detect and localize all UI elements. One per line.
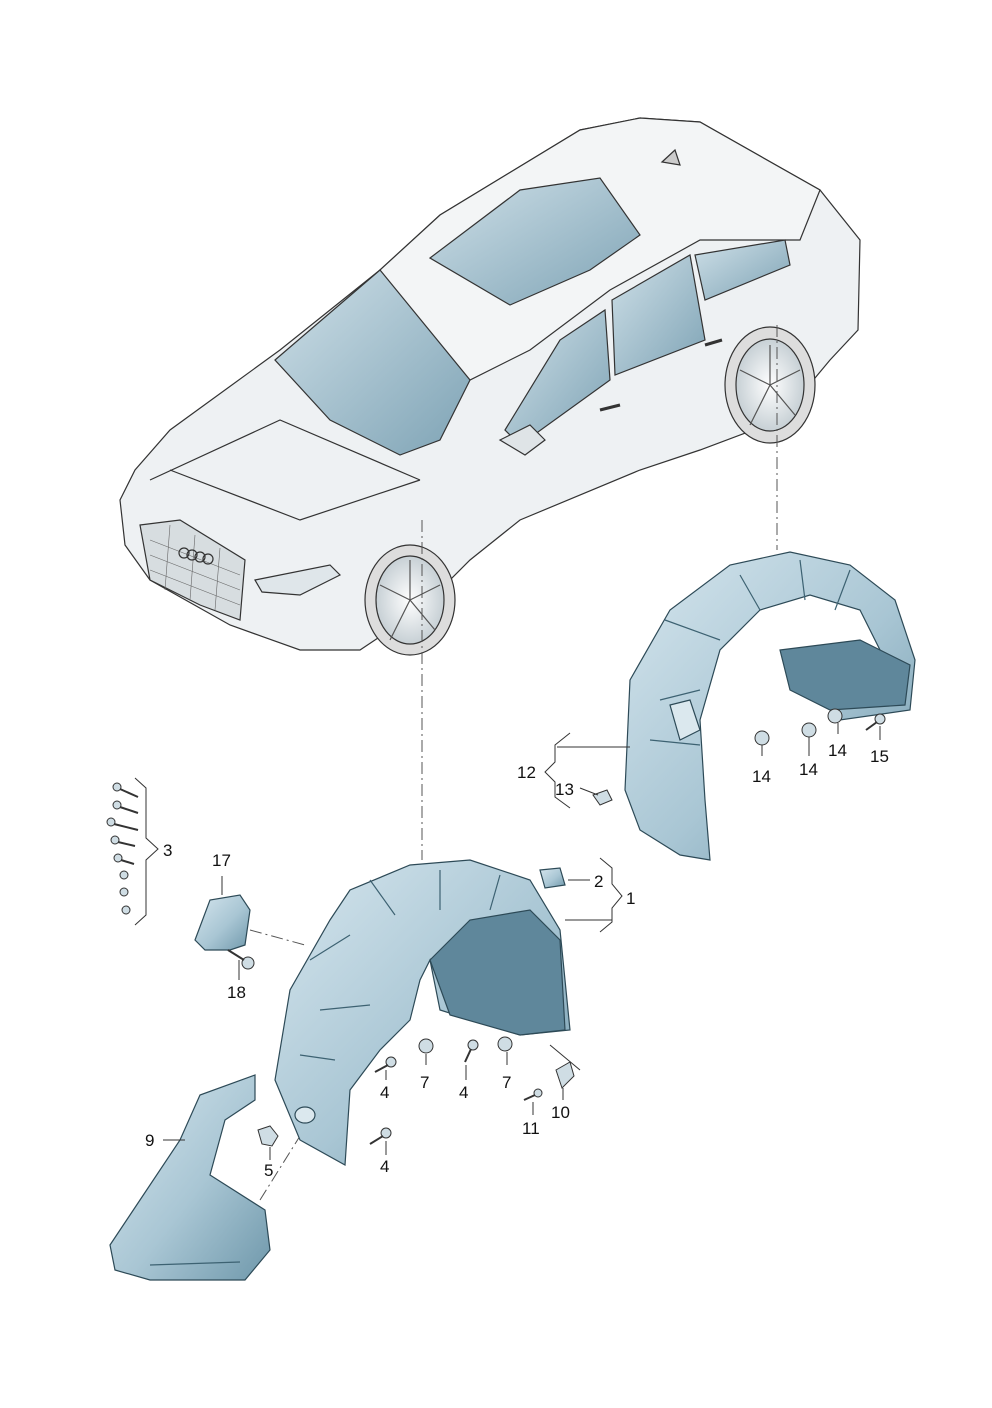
label-12: 12 <box>517 763 536 782</box>
label-4-lower: 4 <box>380 1157 389 1176</box>
label-9: 9 <box>145 1131 154 1150</box>
label-15: 15 <box>870 747 889 766</box>
screw-18 <box>227 949 255 970</box>
clip-10 <box>555 1061 575 1089</box>
front-wheel <box>364 544 456 656</box>
callout-lines <box>134 723 881 1160</box>
label-14-left: 14 <box>752 767 771 786</box>
label-4-upper-left: 4 <box>380 1083 389 1102</box>
windshield <box>274 269 471 456</box>
label-17: 17 <box>212 851 231 870</box>
label-7-left: 7 <box>420 1073 429 1092</box>
clip-13 <box>592 789 613 806</box>
front-wheelhouse-liner <box>274 859 571 1166</box>
screws-4 <box>369 1039 479 1145</box>
label-3: 3 <box>163 841 172 860</box>
nuts-14 <box>754 708 843 746</box>
headlight <box>254 564 342 596</box>
side-mirror <box>498 424 546 456</box>
rear-wheelhouse-liner <box>624 551 916 861</box>
screw-11 <box>523 1088 543 1101</box>
label-10: 10 <box>551 1103 570 1122</box>
leader-lines <box>249 325 778 1201</box>
label-13: 13 <box>555 780 574 799</box>
label-11: 11 <box>522 1119 540 1138</box>
label-1: 1 <box>626 889 635 908</box>
label-2: 2 <box>594 872 603 891</box>
rear-wheel <box>724 326 816 444</box>
part-number-labels: 1 2 3 4 4 4 5 7 7 9 10 11 12 13 14 14 14… <box>145 741 889 1180</box>
roof-antenna <box>660 148 681 166</box>
label-18: 18 <box>227 983 246 1002</box>
label-7-right: 7 <box>502 1073 511 1092</box>
bracket-17 <box>194 894 251 951</box>
clip-2 <box>539 867 566 889</box>
brand-rings-logo <box>178 547 214 565</box>
label-5: 5 <box>264 1161 273 1180</box>
car-illustration <box>119 117 861 656</box>
sunroof <box>428 177 641 306</box>
label-4-center: 4 <box>459 1083 468 1102</box>
screw-15 <box>865 713 886 731</box>
quarter-window <box>694 239 791 301</box>
fastener-set-3 <box>106 782 139 915</box>
expansion-nut-5 <box>257 1125 279 1147</box>
label-14-center: 14 <box>799 760 818 779</box>
front-liner-extension <box>109 1074 271 1281</box>
rear-side-window <box>611 254 706 376</box>
nuts-7 <box>418 1036 513 1054</box>
grille-mesh <box>149 524 241 611</box>
label-14-right: 14 <box>828 741 847 760</box>
